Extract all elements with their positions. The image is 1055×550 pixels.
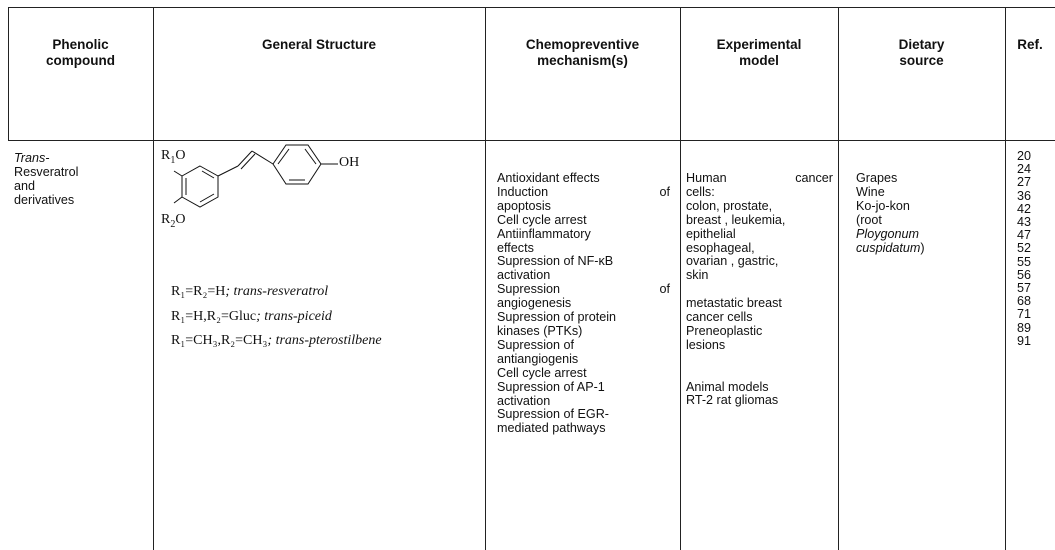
table-top-rule xyxy=(8,7,1055,8)
left-benzene-ring xyxy=(181,165,219,208)
col-divider-5 xyxy=(1005,7,1006,550)
header-dietary-source: Dietary source xyxy=(898,37,945,68)
stilbene-structure-drawing xyxy=(173,144,338,208)
atom-oh: OH xyxy=(339,155,360,170)
vinyl-bond-2 xyxy=(251,150,274,165)
right-benzene-ring xyxy=(272,144,322,185)
header-mechanism: Chemopreventive mechanism(s) xyxy=(525,37,640,68)
references-list: 20 24 27 36 42 43 47 52 55 56 57 68 71 8… xyxy=(1017,149,1032,348)
formula-pterostilbene: R₁=CH₃,R₂=CH₃; trans-pterostilbene xyxy=(171,333,382,348)
header-bottom-rule xyxy=(8,140,1055,141)
header-general-structure: General Structure xyxy=(261,37,377,52)
table-left-border xyxy=(8,7,9,141)
col-divider-1 xyxy=(153,7,154,550)
col-divider-3 xyxy=(680,7,681,550)
header-phenolic-compound: Phenolic compound xyxy=(46,37,115,68)
vinyl-bond-1 xyxy=(217,165,239,177)
col-divider-2 xyxy=(485,7,486,550)
formula-piceid: R₁=H,R₂=Gluc; trans-piceid xyxy=(171,309,332,324)
compound-name: Trans- Resveratrol and derivatives xyxy=(14,151,79,207)
atom-r2o: R2O xyxy=(161,212,186,230)
col-divider-4 xyxy=(838,7,839,550)
atom-r1o: R1O xyxy=(161,148,186,166)
header-ref: Ref. xyxy=(1017,37,1043,52)
header-experimental-model: Experimental model xyxy=(716,37,802,68)
vinyl-double-bond xyxy=(237,150,253,167)
dietary-sources-list: Grapes Wine Ko-jo-kon (root Ploygonum cu… xyxy=(856,171,925,255)
formula-resveratrol: R₁=R₂=H; trans-resveratrol xyxy=(171,284,329,299)
